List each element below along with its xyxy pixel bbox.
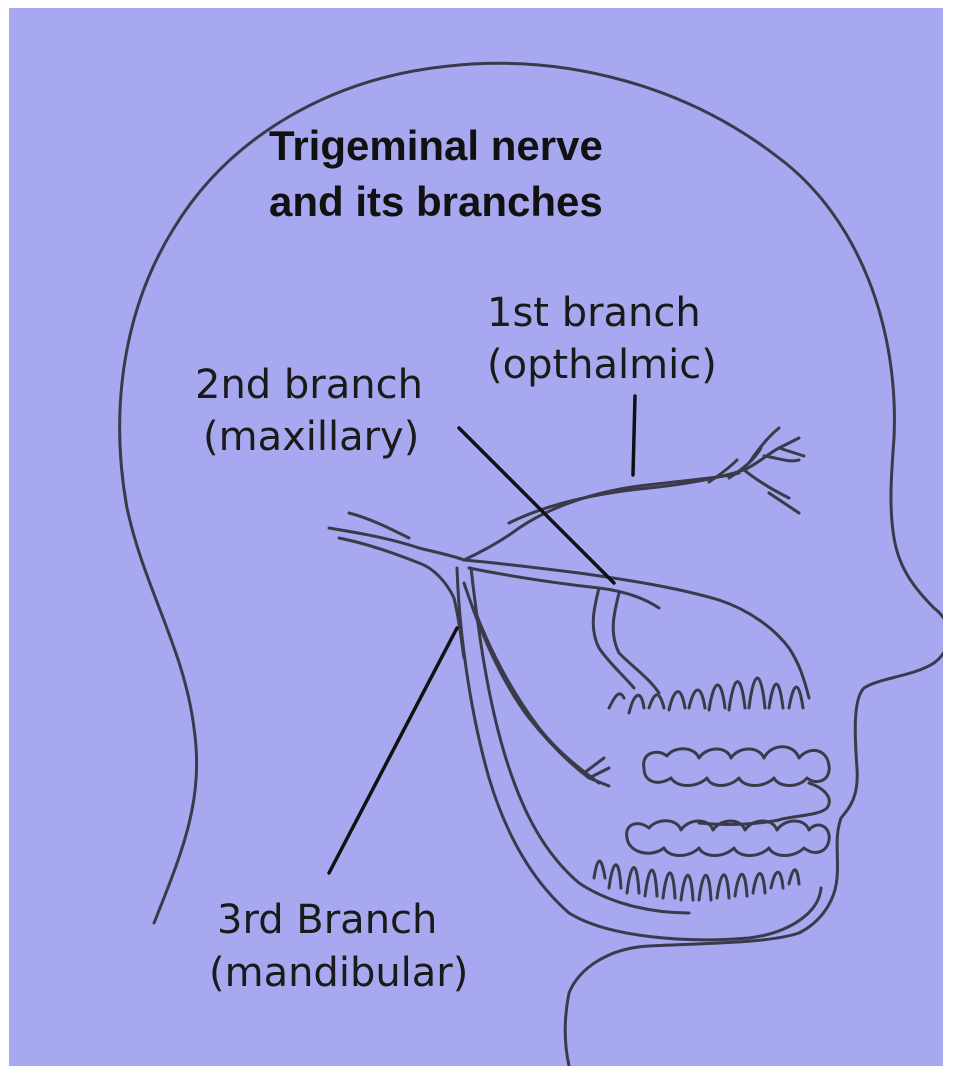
branch1-label-line1: 1st branch	[487, 290, 701, 336]
trigeminal-nerve-diagram: Trigeminal nerve and its branches 1st br…	[9, 8, 943, 1066]
branch1-leader-line	[633, 396, 635, 475]
branch2-label-line2: (maxillary)	[203, 414, 419, 460]
branch1-label-line2: (opthalmic)	[487, 342, 717, 388]
branch3-label-line1: 3rd Branch	[217, 897, 437, 943]
diagram-canvas: Trigeminal nerve and its branches 1st br…	[9, 8, 943, 1066]
diagram-title-line2: and its branches	[269, 178, 603, 225]
branch2-label-line1: 2nd branch	[195, 362, 423, 408]
branch3-label-line2: (mandibular)	[209, 950, 468, 996]
diagram-title-line1: Trigeminal nerve	[269, 122, 603, 169]
